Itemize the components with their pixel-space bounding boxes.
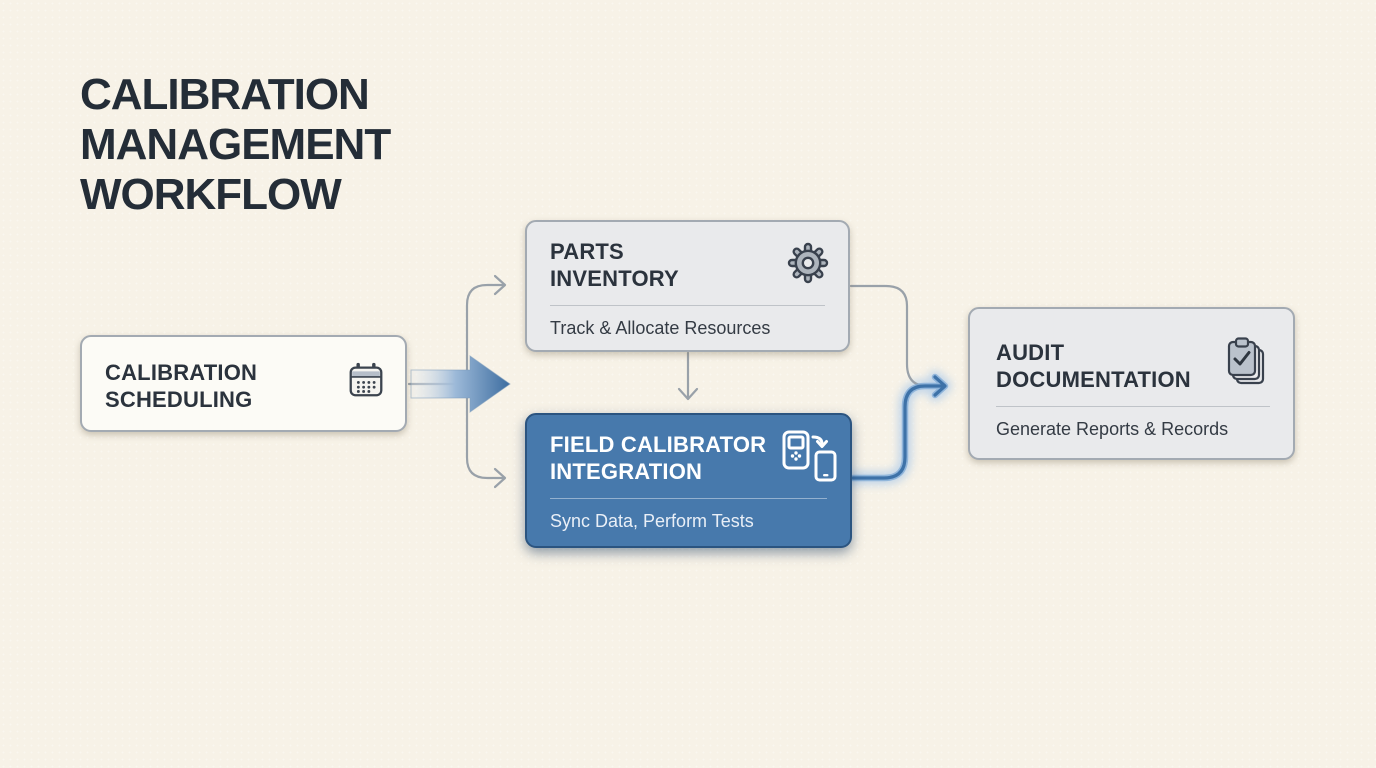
calendar-icon	[349, 362, 383, 397]
connector-scheduling-split	[407, 274, 507, 489]
node-subtitle: Generate Reports & Records	[996, 419, 1229, 439]
page-title: CALIBRATION MANAGEMENT WORKFLOW	[80, 70, 391, 219]
node-title: AUDIT DOCUMENTATION	[996, 340, 1191, 392]
node-audit-documentation: AUDIT DOCUMENTATION Generate Reports & R…	[968, 307, 1295, 460]
divider	[550, 498, 827, 499]
node-subtitle: Sync Data, Perform Tests	[550, 511, 754, 531]
clipboard-check-icon	[1227, 337, 1265, 385]
connector-parts-to-field	[677, 351, 699, 401]
node-title: FIELD CALIBRATOR INTEGRATION	[550, 432, 767, 484]
connector-field-to-audit	[849, 373, 949, 482]
device-sync-icon	[782, 430, 837, 482]
node-title: PARTS INVENTORY	[550, 239, 679, 291]
divider	[996, 406, 1270, 407]
arrowhead-to-parts	[493, 274, 507, 296]
gear-icon	[787, 242, 829, 284]
node-subtitle: Track & Allocate Resources	[550, 318, 771, 338]
arrowhead-down-icon	[677, 387, 699, 401]
connector-parts-to-audit	[849, 284, 936, 388]
node-calibration-scheduling: CALIBRATION SCHEDULING	[80, 335, 407, 432]
connector-field-to-audit-glow	[846, 370, 952, 485]
arrowhead-to-field	[493, 467, 507, 489]
arrowhead-to-audit	[933, 375, 947, 397]
node-field-calibrator-integration: FIELD CALIBRATOR INTEGRATION Sync Data, …	[525, 413, 852, 548]
node-parts-inventory: PARTS INVENTORY Track & Allocate Resourc…	[525, 220, 850, 352]
node-title: CALIBRATION SCHEDULING	[105, 360, 258, 412]
bold-flow-arrow	[410, 355, 511, 413]
divider	[550, 305, 825, 306]
